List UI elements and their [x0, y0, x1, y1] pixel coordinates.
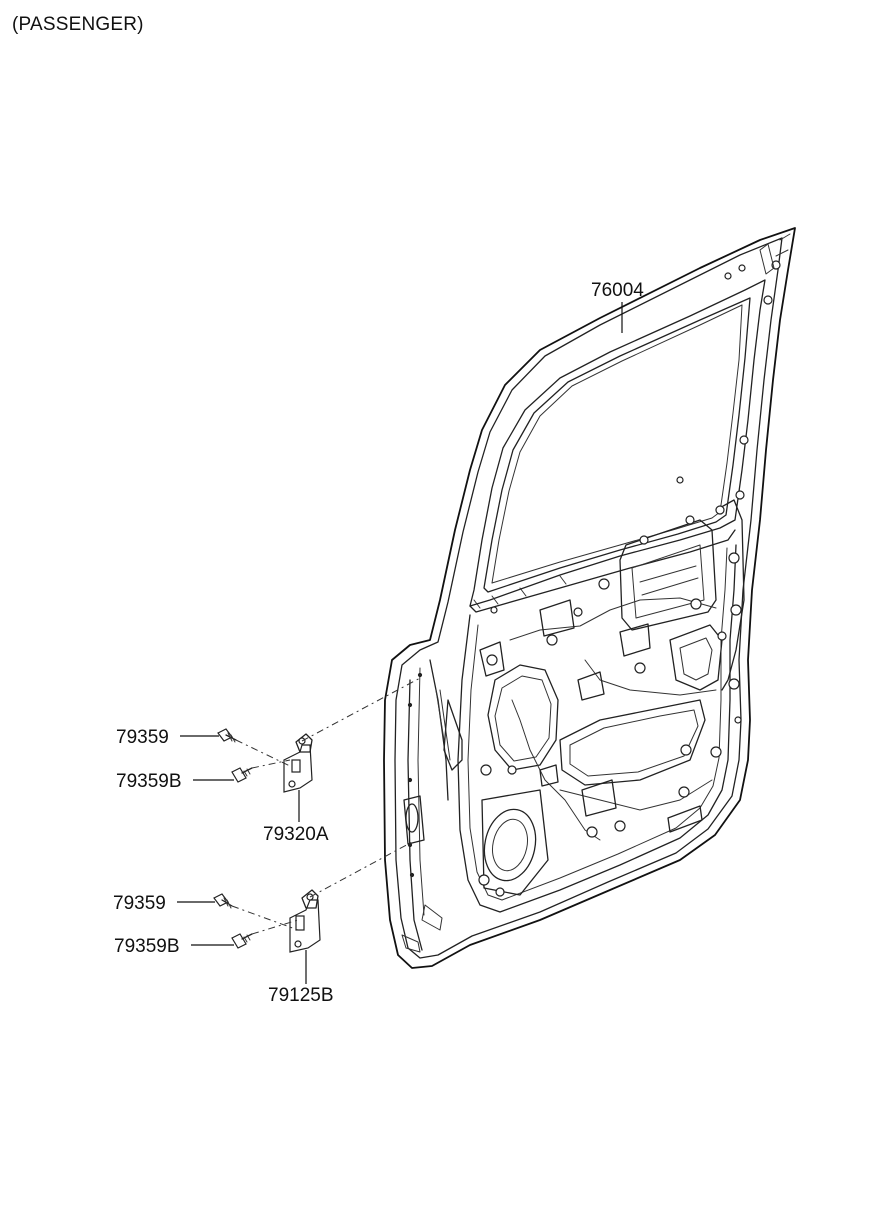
label-bolt-upper-a: 79359	[116, 727, 169, 748]
label-bolt-upper-b: 79359B	[116, 771, 182, 792]
bolt-upper-79359	[217, 728, 237, 743]
bolt-lower-79359	[213, 893, 233, 909]
upper-hinge-79320a	[283, 733, 313, 793]
label-hinge-lower: 79125B	[268, 985, 334, 1006]
bolt-lower-79359b	[231, 933, 253, 949]
leader-lines	[177, 302, 623, 984]
label-bolt-lower-b: 79359B	[114, 936, 180, 957]
label-bolt-lower-a: 79359	[113, 893, 166, 914]
door-panel-76004	[383, 227, 796, 969]
assembly-centerlines	[231, 676, 423, 935]
label-door-panel: 76004	[591, 280, 644, 301]
label-hinge-upper: 79320A	[263, 824, 329, 845]
caption: (PASSENGER)	[12, 14, 144, 35]
lower-hinge-79125b	[289, 889, 321, 953]
bolt-upper-79359b	[231, 767, 253, 783]
